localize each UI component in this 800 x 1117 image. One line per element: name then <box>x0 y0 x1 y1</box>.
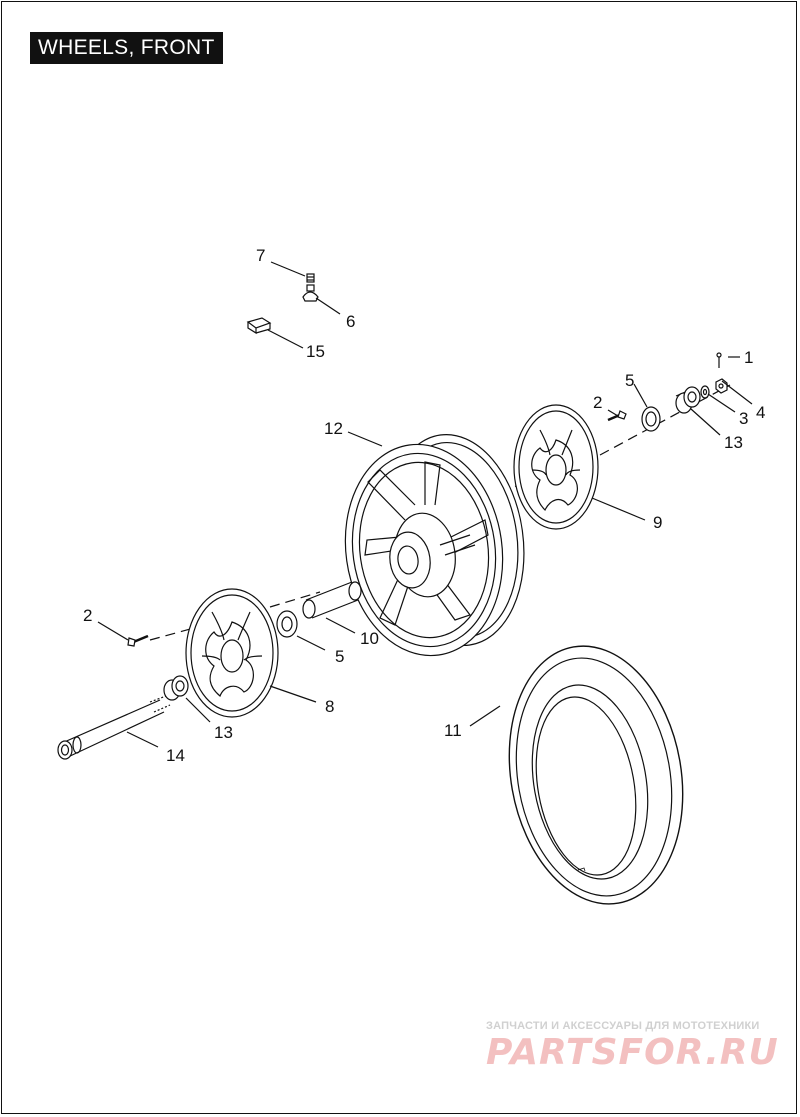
part-4-nut <box>715 378 728 394</box>
callout-15: 15 <box>306 342 325 361</box>
callout-9: 9 <box>653 513 662 532</box>
callout-labels: 7 6 15 1 5 2 4 3 12 13 9 2 10 5 8 11 13 … <box>83 246 765 765</box>
callout-6: 6 <box>346 312 355 331</box>
callout-14: 14 <box>166 746 185 765</box>
part-1-screw <box>716 352 722 368</box>
part-14-front-axle <box>57 695 171 760</box>
callout-5-left: 5 <box>335 647 344 666</box>
part-10-axle-spacer <box>302 581 362 619</box>
callout-4: 4 <box>756 403 765 422</box>
callout-8: 8 <box>325 697 334 716</box>
callout-13-right: 13 <box>724 433 743 452</box>
part-9-brake-disc-right <box>513 404 599 530</box>
part-5-bearing-left <box>276 610 298 638</box>
part-2-screw-left <box>127 634 149 647</box>
part-11-tire <box>508 645 684 905</box>
callout-12: 12 <box>324 419 343 438</box>
callout-5-right: 5 <box>625 371 634 390</box>
callout-10: 10 <box>360 629 379 648</box>
callout-2-right: 2 <box>593 393 602 412</box>
part-13-spacer-right <box>675 386 701 414</box>
watermark-brand: PARTSFOR.RU <box>486 1032 779 1073</box>
callout-7: 7 <box>256 246 265 265</box>
callout-1: 1 <box>744 348 753 367</box>
part-5-bearing-right <box>641 406 661 432</box>
part-12-cast-wheel <box>344 434 525 657</box>
part-7-valve-cap <box>306 273 315 283</box>
callout-3: 3 <box>739 409 748 428</box>
part-15-balance-weight <box>246 317 272 335</box>
page-title: WHEELS, FRONT <box>30 32 223 64</box>
callout-13-left: 13 <box>214 723 233 742</box>
part-3-washer <box>700 385 710 399</box>
part-6-valve-stem <box>302 284 319 302</box>
part-2-screw-right <box>607 410 627 422</box>
part-13-spacer-left <box>163 675 189 701</box>
callout-11: 11 <box>444 721 462 740</box>
part-8-brake-disc-left <box>185 588 279 718</box>
leader-lines <box>97 261 753 748</box>
watermark-tagline: ЗАПЧАСТИ И АКСЕССУАРЫ ДЛЯ МОТОТЕХНИКИ <box>486 1020 760 1032</box>
callout-2-left: 2 <box>83 606 92 625</box>
